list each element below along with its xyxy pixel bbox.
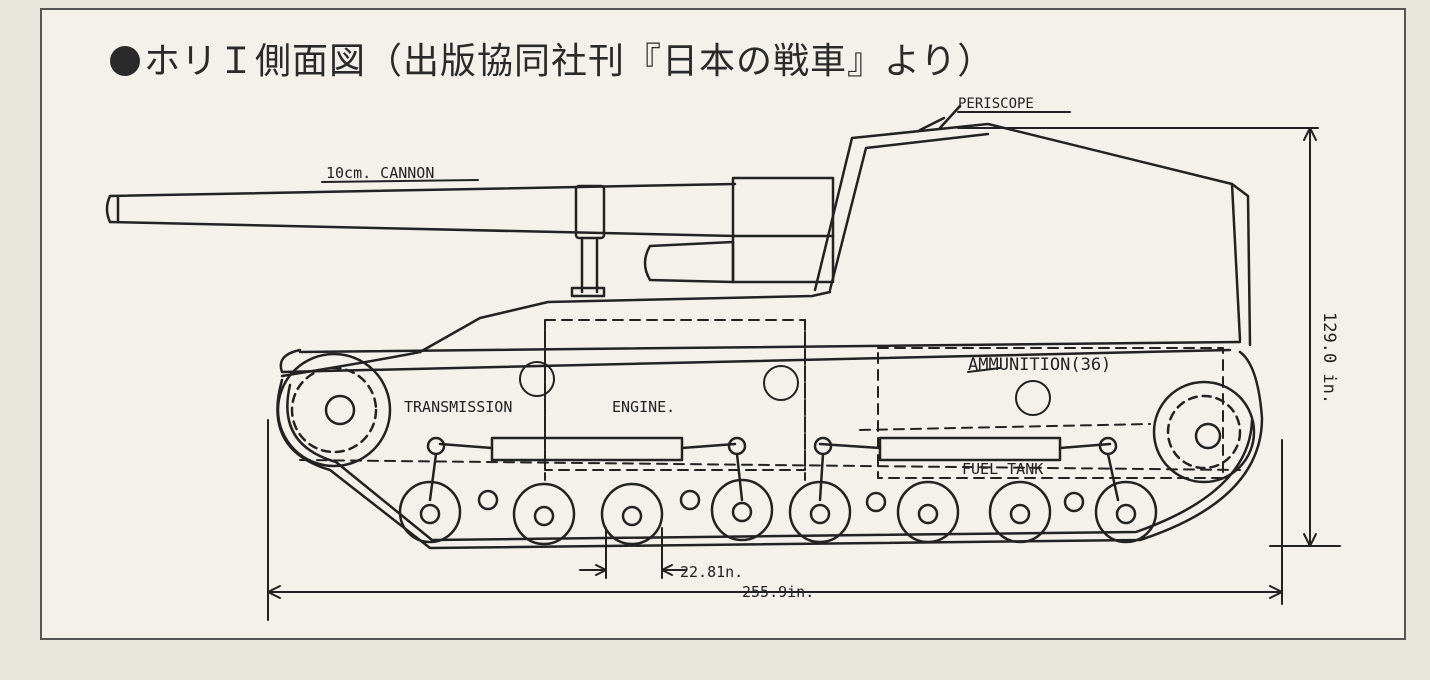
bullet-icon: [110, 46, 140, 76]
diagram-caption: ホリＩ側面図（出版協同社刊『日本の戦車』より）: [110, 32, 994, 84]
internal-items: [519, 361, 1051, 416]
gun-barrel: [105, 182, 737, 238]
suspension: [426, 436, 1120, 502]
sprocket-and-idler: [276, 352, 1256, 484]
overall-height-label: 129.0 in.: [1319, 312, 1339, 404]
ammunition-label: AMMUNITION(36): [968, 355, 1111, 375]
caption-text: ホリＩ側面図（出版協同社刊『日本の戦車』より）: [144, 41, 995, 82]
cannon-label: 10cm. CANNON: [326, 164, 434, 182]
gun-mantlet: [643, 176, 835, 284]
road-wheels: [398, 478, 1158, 546]
periscope-label: PERISCOPE: [958, 96, 1034, 112]
gun-travel-lock: [570, 184, 606, 298]
wheel-spacing-label: 22.81n.: [680, 563, 743, 581]
return-rollers: [477, 489, 1085, 513]
overall-length-label: 255.9in.: [742, 583, 814, 601]
leader-lines: [321, 111, 1071, 373]
transmission-label: TRANSMISSION: [404, 398, 512, 416]
engine-label: ENGINE.: [612, 398, 675, 416]
hull: [279, 290, 1242, 378]
casemate: [813, 104, 1252, 347]
fuel-tank-label: FUEL TANK: [962, 460, 1043, 478]
internal-compartments: [299, 319, 1241, 481]
dimension-lines: [267, 127, 1341, 621]
